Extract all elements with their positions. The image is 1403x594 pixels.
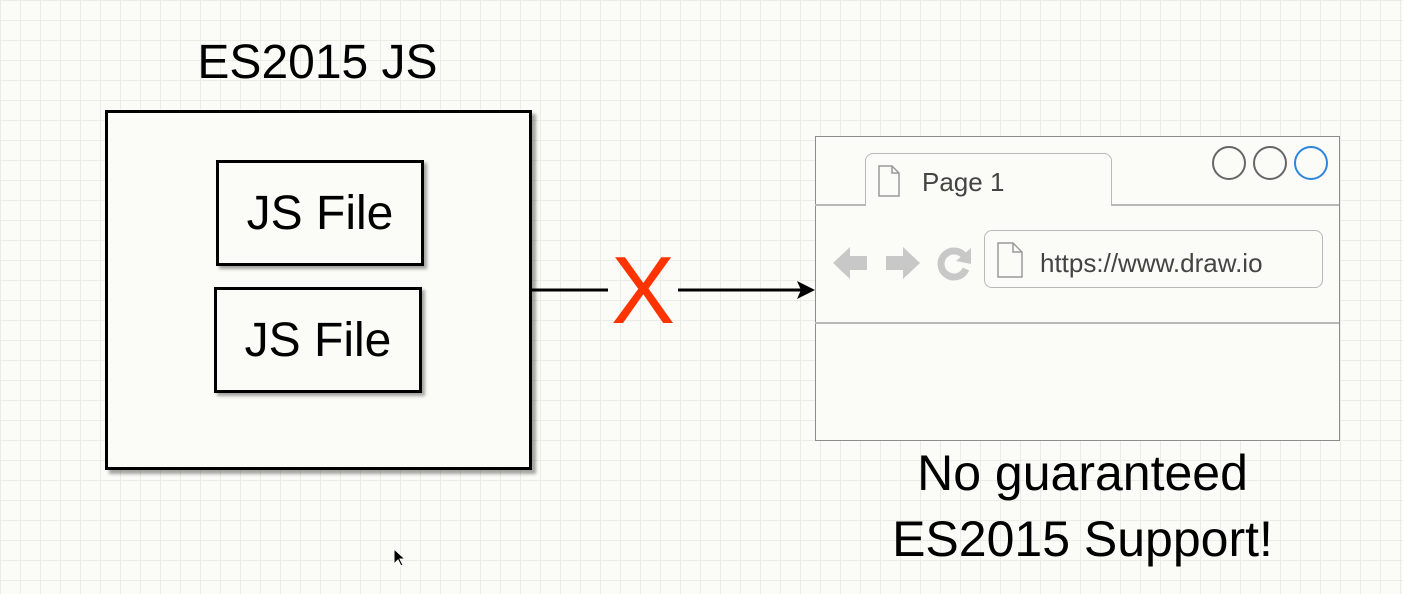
tabbar-divider [1110,204,1339,206]
forward-arrow-icon[interactable] [884,244,920,282]
url-text: https://www.draw.io [1040,248,1263,278]
browser-tab[interactable] [865,153,1112,206]
tab-label: Page 1 [922,167,1005,197]
mouse-cursor-icon [393,548,405,567]
caption-line-1: No guaranteed [917,445,1248,501]
url-page-icon [997,242,1023,278]
window-circle-active-icon[interactable] [1294,146,1328,180]
back-arrow-icon[interactable] [833,244,869,282]
window-circle-icon[interactable] [1253,146,1287,180]
tabbar-divider [815,204,865,206]
js-file-label: JS File [246,186,394,240]
blocked-x-mark: X [610,237,676,344]
js-file-label: JS File [244,313,392,367]
caption-line-2: ES2015 Support! [892,511,1273,567]
js-file-box: JS File [214,287,422,393]
js-file-box: JS File [216,160,424,266]
support-caption: No guaranteed ES2015 Support! [815,440,1350,572]
address-bar[interactable] [984,230,1323,288]
diagram-title: ES2015 JS [197,36,438,89]
window-circle-icon[interactable] [1212,146,1246,180]
reload-icon[interactable] [935,244,973,282]
arrow-head [797,281,815,299]
toolbar-divider [815,322,1339,324]
tab-page-icon [878,165,900,197]
